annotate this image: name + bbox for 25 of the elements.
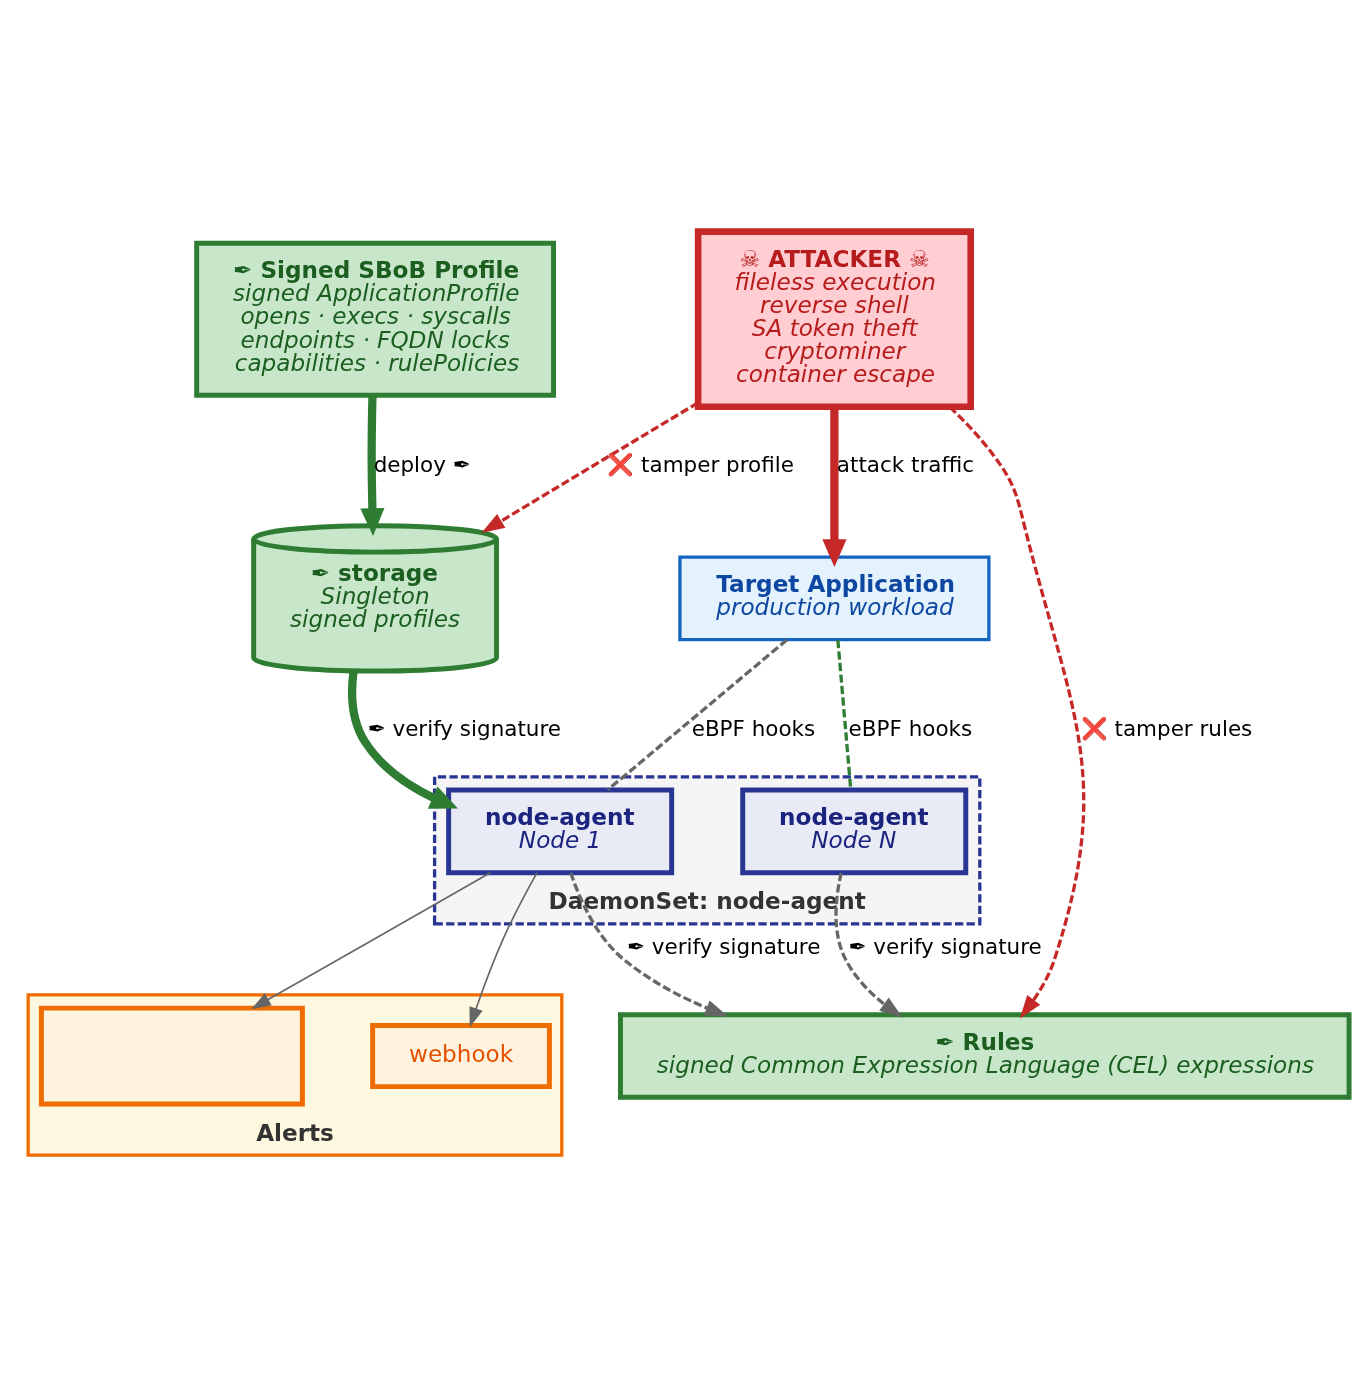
node-box: node-agent Node N: [740, 787, 969, 876]
edge-label: eBPF hooks: [848, 716, 973, 742]
arrow: [569, 872, 729, 1017]
edge-label: ✒ verify signature: [367, 716, 562, 742]
edge-label: eBPF hooks: [691, 716, 816, 742]
connector: [836, 639, 853, 790]
edge-label: ✒ verify signature: [627, 934, 821, 960]
node-box: [38, 1005, 305, 1107]
arrow: [348, 671, 458, 809]
edge-label: attack traffic: [836, 451, 975, 477]
edge-label: ❌ tamper rules: [1080, 716, 1253, 742]
node-box: ✒ Signed SBoB Profile signed ApplicationProfile opens · execs · syscalls endpoints · FQDN locks capabilities · rulePolicies: [194, 240, 556, 398]
node-box: node-agent Node 1: [446, 787, 675, 876]
node-box: ✒ Rules signed Common Expression Language (CEL) expressions: [618, 1012, 1352, 1100]
node-box: webhook: [370, 1023, 552, 1090]
arrow: [822, 407, 847, 567]
edge-label: ✒ verify signature: [848, 934, 1042, 960]
arrow: [251, 872, 492, 1010]
node-box: ☠ ATTACKER ☠ fileless execution reverse shell SA token theft cryptominer container escape: [694, 228, 975, 411]
arrow: [469, 872, 538, 1028]
connector: [606, 638, 788, 792]
arrow: [360, 395, 385, 536]
node-box: Target Application production workload: [678, 555, 991, 642]
edge-label: ❌ tamper profile: [607, 451, 794, 477]
arrow: [834, 872, 903, 1018]
